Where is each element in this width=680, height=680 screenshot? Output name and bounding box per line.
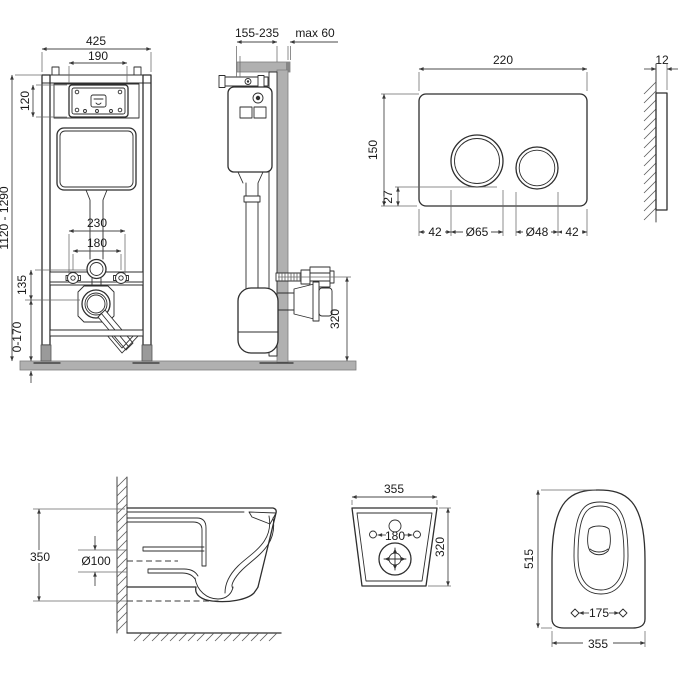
extension-lines	[541, 489, 646, 647]
extension-lines	[236, 46, 351, 278]
panel-height-label: 120	[18, 91, 32, 111]
extension-lines	[33, 508, 127, 602]
rear-fixing-label: 180	[385, 529, 405, 543]
lower-channel	[147, 568, 199, 580]
flush-pipe	[85, 189, 108, 260]
rear-height-label: 320	[433, 537, 447, 557]
flush-plate-side-view: 12	[643, 53, 678, 223]
flush-valve-port	[90, 94, 107, 108]
fixing-hole-left	[369, 530, 377, 539]
panel-screw	[117, 89, 123, 95]
pipe-diameter-label: Ø100	[81, 554, 111, 568]
margin-42-right-label: 42	[565, 225, 579, 239]
plate-side-profile	[655, 92, 668, 211]
max-wall-label: max 60	[295, 26, 335, 40]
wall-lines	[116, 476, 128, 634]
bowl-side-view: 350 Ø100	[26, 476, 282, 642]
depth-range-label: 155-235	[235, 26, 279, 40]
fixing-bolt-left	[67, 272, 79, 284]
outlet-trap	[237, 287, 279, 354]
drain-well	[587, 525, 611, 556]
fixing-hole-right	[413, 530, 421, 539]
small-button-dia-label: Ø48	[526, 225, 549, 239]
wall-hatching	[116, 476, 128, 632]
fixing-bolt-right	[115, 272, 127, 284]
bottom-crossbar	[49, 329, 144, 337]
inlet-shelf	[142, 546, 205, 552]
frame-top-ear-right	[133, 66, 142, 76]
seat-section	[248, 511, 277, 525]
frame-front-view: 425 190 120 1120 - 1290 230 180 135 0-17…	[0, 34, 160, 383]
plate-height-label: 150	[366, 140, 380, 160]
frame-side-view: 155-235 max 60 320	[218, 26, 351, 364]
extension-lines	[351, 500, 451, 587]
outlet-opening	[378, 542, 412, 576]
outlet-offset-label: 135	[15, 275, 29, 295]
frame-top-ear-left	[51, 66, 60, 76]
fixing-marks	[570, 608, 628, 618]
floor-adjust-label: 0-170	[10, 321, 24, 352]
fixing-inner-label: 180	[87, 236, 107, 250]
fixing-outer-label: 230	[87, 216, 107, 230]
margin-42-left-label: 42	[428, 225, 442, 239]
plate-width-label: 220	[493, 53, 513, 67]
small-flush-button	[515, 146, 559, 190]
water-inlet-hole	[388, 519, 402, 533]
outlet-funnel	[293, 283, 315, 320]
bracket-bolt	[244, 78, 252, 85]
panel-screw	[117, 107, 123, 113]
panel-screw	[74, 107, 80, 113]
top-depth-label: 515	[522, 549, 536, 569]
bowl-rear-view: 355 180 320	[351, 482, 451, 587]
outlet-socket	[318, 287, 333, 317]
frame-profile	[268, 71, 278, 357]
floor-slab	[19, 360, 357, 371]
flush-pipe-side	[237, 171, 264, 289]
frame-width-label: 425	[86, 34, 106, 48]
offset-27-label: 27	[381, 190, 395, 204]
soil-outlet	[81, 289, 111, 319]
bowl-outline-bottom	[126, 586, 259, 603]
bowl-height-label: 350	[30, 550, 50, 564]
rear-width-label: 355	[384, 482, 404, 496]
big-button-dia-label: Ø65	[466, 225, 489, 239]
frame-foot-left	[40, 344, 52, 362]
outlet-flange	[312, 281, 320, 322]
frame-left-rail	[41, 74, 51, 346]
extension-lines	[15, 52, 152, 301]
flush-plate	[418, 93, 588, 207]
flush-plate-front-view: 220 150 27 42 Ø65 Ø48 42	[366, 53, 588, 239]
floor-hatching	[133, 632, 278, 642]
bowl-top-view: 515 355 175	[522, 489, 646, 651]
panel-width-label: 190	[88, 49, 108, 63]
wall-hatching	[643, 81, 657, 221]
frame-brace	[105, 333, 141, 354]
top-fixing-label: 175	[589, 606, 609, 620]
top-width-label: 355	[588, 637, 608, 651]
frame-foot-right	[141, 344, 153, 362]
panel-screw	[74, 89, 80, 95]
rim-flush-channel	[126, 517, 207, 567]
plate-thickness-label: 12	[655, 53, 669, 67]
cistern-side	[227, 86, 273, 173]
trap-bend	[194, 577, 234, 600]
frame-right-rail	[142, 74, 152, 346]
frame-top-crossbar	[41, 74, 152, 84]
bowl-inner-wall	[224, 515, 275, 594]
bowl-top-outline	[551, 489, 646, 629]
outlet-height-label: 320	[328, 309, 342, 329]
inlet-valve	[252, 92, 264, 104]
frame-height-label: 1120 - 1290	[0, 186, 11, 249]
seat-rim	[573, 501, 629, 595]
